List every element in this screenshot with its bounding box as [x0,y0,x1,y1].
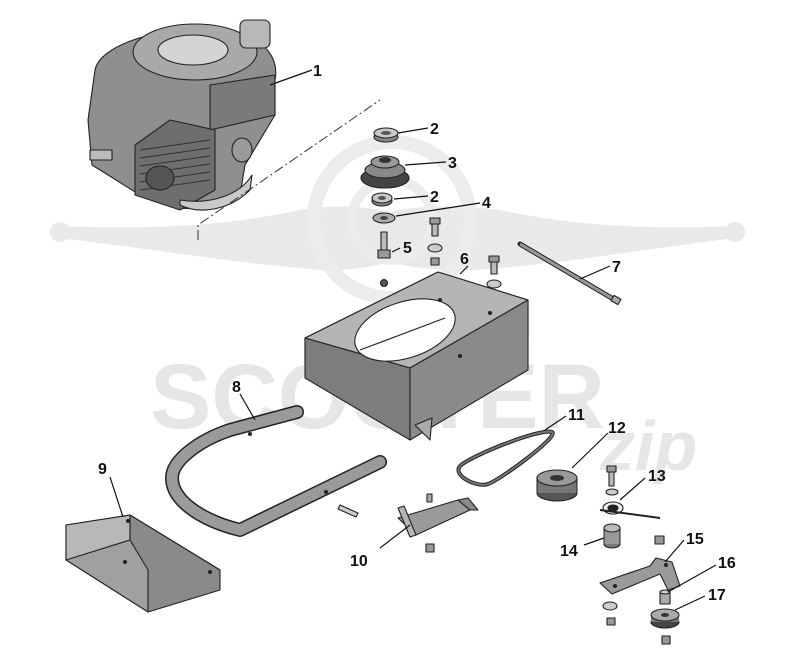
callout-15: 15 [686,531,704,548]
sleeve-part-16: 16 [659,555,736,605]
bolt-part-5: 5 [377,231,412,288]
callout-13: 13 [648,468,666,485]
small-pulley-part-12: 12 [536,420,626,502]
tension-plate-part-15: 15 [599,531,704,626]
callout-2-top: 2 [430,121,439,138]
bearing-part-2-top: 2 [373,121,439,143]
callout-1: 1 [313,63,322,80]
callout-7: 7 [612,259,621,276]
callout-5: 5 [403,240,412,257]
pulley-part-3: 3 [360,155,457,189]
callout-12: 12 [608,420,626,437]
callout-9: 9 [98,461,107,478]
shield-plate-part-9: 9 [65,461,221,613]
tube-frame-part-8: 8 [165,379,387,537]
bracket-part-10: 10 [350,493,479,570]
callout-8: 8 [232,379,241,396]
callout-14: 14 [560,543,578,560]
callout-4: 4 [482,195,491,212]
callout-17: 17 [708,587,726,604]
tension-spring-part-13: 13 [599,465,666,519]
roller-part-17: 17 [650,587,726,645]
callout-6: 6 [460,251,469,268]
callout-11: 11 [568,407,585,424]
threaded-rod-part-7: 7 [517,241,622,306]
assembly-axis-line [197,99,381,240]
spacer-part-14: 14 [560,523,621,560]
drive-belt-part-11: 11 [456,407,585,487]
washer-part-4: 4 [372,195,491,224]
callout-10: 10 [350,553,368,570]
bearing-part-2-lower: 2 [371,189,439,207]
callout-3: 3 [448,155,457,172]
engine-part-1: 1 [87,19,322,211]
callout-2-lower: 2 [430,189,439,206]
deck-plate-part-6: 6 [304,251,529,441]
callout-16: 16 [718,555,736,572]
